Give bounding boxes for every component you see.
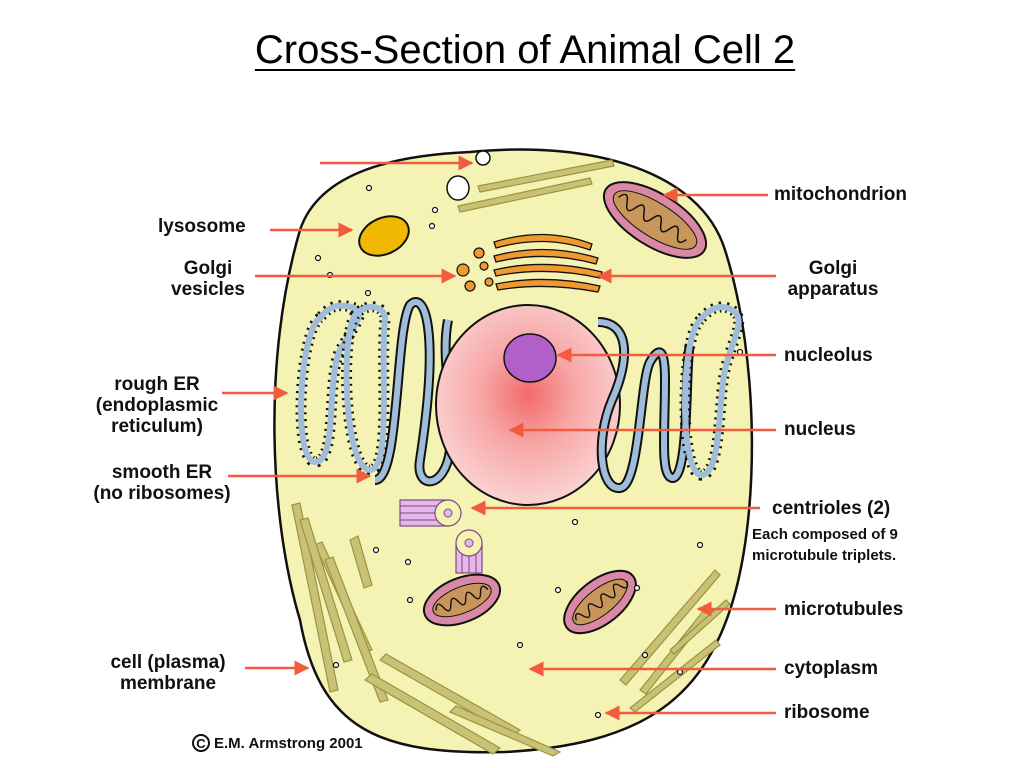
label-golgi-vesicles: Golgi vesicles (166, 258, 250, 300)
label-centrioles: centrioles (2) (772, 498, 891, 519)
label-cytoplasm: cytoplasm (784, 658, 878, 679)
page-title: Cross-Section of Animal Cell 2 (254, 28, 796, 72)
label-rough-er-line1: rough ER (114, 374, 200, 395)
rough-er-left (295, 300, 391, 476)
label-golgi-apparatus-line1: Golgi (808, 258, 858, 279)
microtubules (291, 159, 731, 757)
smooth-er-right-fill (597, 319, 693, 491)
centriole-1 (399, 499, 462, 527)
label-mitochondrion: mitochondrion (774, 184, 907, 205)
mitochondrion-bottom-left (423, 573, 501, 627)
label-smooth-er-line2: (no ribosomes) (93, 483, 231, 504)
golgi-apparatus (493, 233, 603, 293)
mitochondrion-top (602, 181, 708, 259)
label-cell-membrane-line1: cell (plasma) (110, 652, 226, 673)
label-smooth-er-line1: smooth ER (111, 462, 213, 483)
label-golgi-vesicles-line2: vesicles (171, 279, 245, 300)
label-golgi-vesicles-line1: Golgi (183, 258, 233, 279)
label-smooth-er: smooth ER (no ribosomes) (78, 462, 246, 504)
label-rough-er: rough ER (endoplasmic reticulum) (82, 374, 232, 437)
label-cell-membrane-line2: membrane (119, 673, 217, 694)
copyright-text: E.M. Armstrong 2001 (214, 734, 363, 752)
label-arrows (222, 155, 776, 721)
label-cell-membrane: cell (plasma) membrane (94, 652, 242, 694)
label-golgi-apparatus-line2: apparatus (787, 279, 879, 300)
copyright-icon: C (192, 734, 210, 752)
vesicle-pore (475, 150, 491, 166)
nucleolus (503, 333, 557, 383)
lysosome (358, 215, 410, 257)
label-nucleolus: nucleolus (784, 345, 873, 366)
label-golgi-apparatus: Golgi apparatus (778, 258, 888, 300)
mitochondrion-bottom-right (563, 569, 637, 635)
label-rough-er-line3: reticulum) (111, 416, 203, 437)
label-centrioles-note-line1: Each composed of 9 (752, 526, 898, 543)
label-centrioles-note-line2: microtubule triplets. (752, 547, 897, 564)
label-nucleus: nucleus (784, 419, 856, 440)
label-ribosome: ribosome (784, 702, 870, 723)
centriole-2 (455, 529, 483, 574)
rough-er-right (679, 301, 745, 481)
golgi-vesicles (456, 247, 494, 292)
label-microtubules: microtubules (784, 599, 904, 620)
label-centrioles-note: Each composed of 9 microtubule triplets. (752, 524, 898, 566)
copyright: C E.M. Armstrong 2001 (192, 734, 363, 752)
label-rough-er-line2: (endoplasmic (95, 395, 219, 416)
label-lysosome: lysosome (158, 216, 246, 237)
vesicle-top (446, 175, 470, 201)
